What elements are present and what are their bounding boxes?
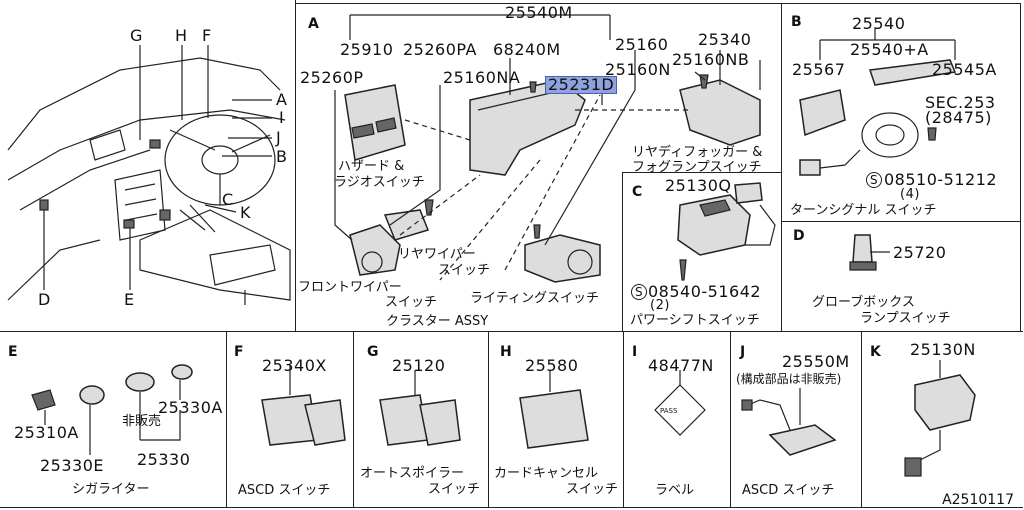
label-art bbox=[654, 370, 706, 436]
section-letter-K: K bbox=[870, 344, 881, 360]
sec-ref-1: SEC.253 bbox=[925, 93, 996, 112]
caption-cigar-lighter: シガライター bbox=[72, 482, 150, 497]
overview-letter-H: H bbox=[175, 26, 188, 45]
caption-rwiper-2: スイッチ bbox=[438, 263, 491, 278]
caption-fwiper-2: スイッチ bbox=[385, 295, 438, 310]
part-25260P: 25260P bbox=[300, 68, 364, 87]
part-25550M: 25550M bbox=[782, 352, 850, 371]
ascd-switch-j-art bbox=[741, 388, 837, 456]
screw-symbol-B: S bbox=[866, 172, 882, 188]
cigar-lighter-art bbox=[31, 364, 193, 455]
part-25340X: 25340X bbox=[262, 356, 327, 375]
part-25130Q: 25130Q bbox=[665, 176, 732, 195]
screw-qty-B: (4) bbox=[900, 187, 920, 202]
overview-letter-E: E bbox=[124, 290, 135, 309]
caption-light: ライティングスイッチ bbox=[470, 291, 599, 306]
caption-ascd-J: ASCD スイッチ bbox=[742, 483, 835, 498]
glovebox-switch-art bbox=[849, 234, 890, 271]
part-25330: 25330 bbox=[137, 450, 191, 469]
caption-rwiper-1: リヤワイパー bbox=[398, 247, 476, 262]
caption-glovebox-2: ランプスイッチ bbox=[860, 311, 951, 326]
part-25160NB: 25160NB bbox=[672, 50, 750, 69]
panel-K bbox=[861, 331, 1023, 508]
part-25580: 25580 bbox=[525, 356, 579, 375]
section-letter-B: B bbox=[791, 14, 802, 30]
part-25910: 25910 bbox=[340, 40, 394, 59]
caption-hazard-2: ラジオスイッチ bbox=[334, 175, 425, 190]
part-48477N: 48477N bbox=[648, 356, 714, 375]
caption-card-cancel-1: カードキャンセル bbox=[494, 466, 599, 481]
caption-label: ラベル bbox=[655, 483, 695, 498]
power-shift-art bbox=[677, 182, 776, 281]
overview-letter-J: J bbox=[276, 128, 282, 147]
part-25160NA: 25160NA bbox=[443, 68, 521, 87]
section-letter-J: J bbox=[740, 344, 746, 360]
caption-fog-2: フォグランプスイッチ bbox=[632, 160, 762, 175]
caption-fog-1: リヤディフォッガー & bbox=[632, 145, 763, 160]
caption-glovebox-1: グローブボックス bbox=[812, 295, 915, 310]
caption-card-cancel-2: スイッチ bbox=[566, 482, 619, 497]
part-25540M: 25540M bbox=[505, 3, 573, 22]
screw-qty-C: (2) bbox=[650, 298, 670, 313]
caption-spoiler-1: オートスポイラー bbox=[360, 466, 465, 481]
section-letter-H: H bbox=[500, 344, 512, 360]
part-25120: 25120 bbox=[392, 356, 446, 375]
caption-ascd-F: ASCD スイッチ bbox=[238, 483, 331, 498]
not-sold-E: 非販売 bbox=[122, 414, 162, 429]
caption-hazard-1: ハザード & bbox=[338, 159, 405, 174]
note-not-sold-J: (構成部品は非販売) bbox=[736, 372, 842, 386]
section-letter-C: C bbox=[632, 184, 643, 200]
overview-letter-B: B bbox=[276, 147, 288, 166]
overview-letter-K: K bbox=[240, 203, 251, 222]
turn-signal-art bbox=[799, 28, 957, 176]
part-25720: 25720 bbox=[893, 243, 947, 262]
section-letter-G: G bbox=[367, 344, 379, 360]
overview-letter-C: C bbox=[222, 190, 234, 209]
part-25340: 25340 bbox=[698, 30, 752, 49]
screw-symbol-C: S bbox=[631, 284, 647, 300]
label-pass-text: PASS bbox=[660, 407, 678, 415]
cluster-assy-art bbox=[334, 14, 761, 283]
section-letter-I: I bbox=[632, 344, 638, 360]
screw-num-B: 08510-51212 bbox=[884, 170, 998, 189]
section-letter-A: A bbox=[308, 16, 319, 32]
overview-letter-D: D bbox=[38, 290, 51, 309]
part-25130N: 25130N bbox=[910, 340, 976, 359]
section-letter-F: F bbox=[234, 344, 244, 360]
overview-letter-G: G bbox=[130, 26, 143, 45]
dashboard-illustration bbox=[7, 45, 291, 305]
part-25540-A: 25540+A bbox=[850, 40, 929, 59]
screw-num-C: 08540-51642 bbox=[648, 282, 762, 301]
overview-letter-I: I bbox=[279, 108, 285, 127]
part-25567: 25567 bbox=[792, 60, 846, 79]
part-25310A: 25310A bbox=[14, 423, 79, 442]
caption-fwiper-1: フロントワイパー bbox=[298, 280, 402, 295]
part-68240M: 68240M bbox=[493, 40, 561, 59]
section-letter-D: D bbox=[793, 228, 805, 244]
caption-cluster-assy: クラスター ASSY bbox=[386, 314, 489, 329]
sec-ref-2: (28475) bbox=[925, 108, 992, 127]
overview-letter-A: A bbox=[276, 90, 288, 109]
part-25160N: 25160N bbox=[605, 60, 671, 79]
switch-art-FGH bbox=[261, 365, 589, 449]
overview-letter-F: F bbox=[202, 26, 212, 45]
switch-k-art bbox=[904, 360, 976, 477]
caption-turn-signal: ターンシグナル スイッチ bbox=[790, 203, 937, 218]
section-letter-E: E bbox=[8, 344, 18, 360]
part-25160: 25160 bbox=[615, 35, 669, 54]
diagram-id: A2510117 bbox=[942, 492, 1014, 508]
part-25330A: 25330A bbox=[158, 398, 223, 417]
part-25231D[interactable]: 25231D bbox=[545, 76, 618, 94]
part-25545A: 25545A bbox=[932, 60, 997, 79]
part-25330E: 25330E bbox=[40, 456, 105, 475]
part-25540: 25540 bbox=[852, 14, 906, 33]
part-25260PA: 25260PA bbox=[403, 40, 477, 59]
caption-spoiler-2: スイッチ bbox=[428, 482, 481, 497]
caption-power-shift: パワーシフトスイッチ bbox=[630, 313, 760, 328]
